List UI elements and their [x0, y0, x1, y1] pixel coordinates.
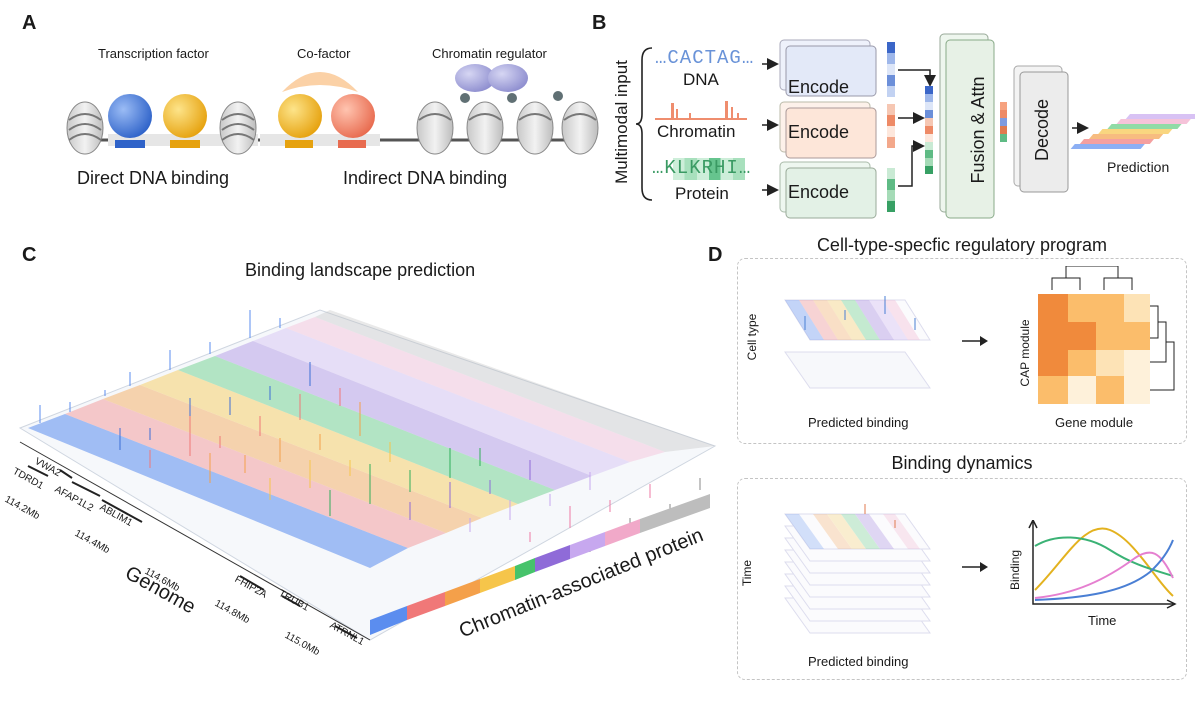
chromatin-regulator-label: Chromatin regulator [432, 46, 547, 61]
time-label-left: Time [740, 559, 754, 587]
binding-modes-diagram [66, 64, 599, 155]
decode-label: Decode [1032, 98, 1052, 162]
curve-pink [1034, 551, 1174, 599]
nucleosome-left [66, 101, 104, 155]
curve-green [1034, 536, 1174, 577]
tf-blue-protein [108, 94, 152, 138]
chromatin-regulator-protein [455, 64, 495, 92]
nucleosome-right [416, 101, 599, 155]
encode-protein-label: Encode [788, 182, 850, 202]
protein-embedding [887, 168, 895, 212]
chromatin-label: Chromatin [657, 122, 736, 141]
panel-a-letter: A [22, 12, 37, 34]
chromatin-signal-track [655, 101, 747, 120]
encode-dna-label: Encode [788, 77, 850, 97]
predicted-binding-label-2: Predicted binding [808, 654, 909, 669]
fusion-attention-block [939, 33, 995, 219]
gene-module-label: Gene module [1055, 415, 1134, 430]
prediction-label: Prediction [1107, 159, 1170, 175]
panel-b-letter: B [592, 12, 607, 34]
prediction-mini-landscape [1070, 114, 1195, 149]
dna-label: DNA [683, 70, 719, 89]
encoder-protein-block [779, 161, 877, 219]
time-axis-label: Time [1088, 613, 1117, 628]
dna-sequence: …CACTAG… [655, 47, 755, 69]
binding-axis-label: Binding [1008, 549, 1022, 591]
binding-landscape-3d [18, 309, 717, 641]
cell-type-stack [784, 296, 931, 389]
arrow-to-heatmap [962, 336, 988, 346]
cell-type-label: Cell type [745, 313, 759, 361]
direct-binding-caption: Direct DNA binding [77, 168, 230, 188]
regulatory-program-title: Cell-type-specfic regulatory program [816, 235, 1108, 255]
tf-yellow-protein [163, 94, 207, 138]
dna-embedding [887, 42, 895, 97]
cofactor-label: Co-factor [297, 46, 351, 61]
fused-embedding [1000, 102, 1007, 142]
protein-label: Protein [675, 184, 729, 203]
indirect-binding-caption: Indirect DNA binding [343, 168, 508, 188]
binding-dynamics-box [737, 478, 1187, 680]
curve-blue [1034, 539, 1174, 601]
regulatory-program-box [737, 258, 1187, 444]
curve-yellow [1034, 527, 1174, 597]
concatenated-embedding [925, 86, 933, 174]
dynamics-plot [1028, 520, 1177, 609]
binding-dynamics-title: Binding dynamics [891, 453, 1033, 473]
encode-chromatin-label: Encode [788, 122, 850, 142]
landscape-title: Binding landscape prediction [245, 260, 476, 280]
gene-annotations [27, 465, 358, 639]
predicted-binding-label-1: Predicted binding [808, 415, 909, 430]
protein-color-strip [370, 494, 710, 635]
encoder-chromatin-block [779, 101, 877, 159]
chromatin-embedding [887, 104, 895, 148]
decode-block [1013, 65, 1069, 193]
protein-highlight [673, 158, 745, 180]
protein-sequence: …KLKRHI… [652, 157, 752, 179]
fusion-attn-label: Fusion & Attn [968, 76, 988, 184]
nucleosome-mid [219, 101, 257, 155]
input-bracket [636, 47, 653, 201]
tf-label: Transcription factor [98, 46, 209, 61]
encoder-dna-block [779, 39, 877, 97]
module-heatmap [1038, 266, 1175, 404]
time-stack [784, 504, 931, 634]
cofactor-protein [282, 72, 358, 92]
panel-c-letter: C [22, 244, 37, 266]
model-architecture-diagram [762, 33, 1195, 219]
panel-d-letter: D [708, 244, 723, 266]
arrow-to-curves [962, 562, 988, 572]
